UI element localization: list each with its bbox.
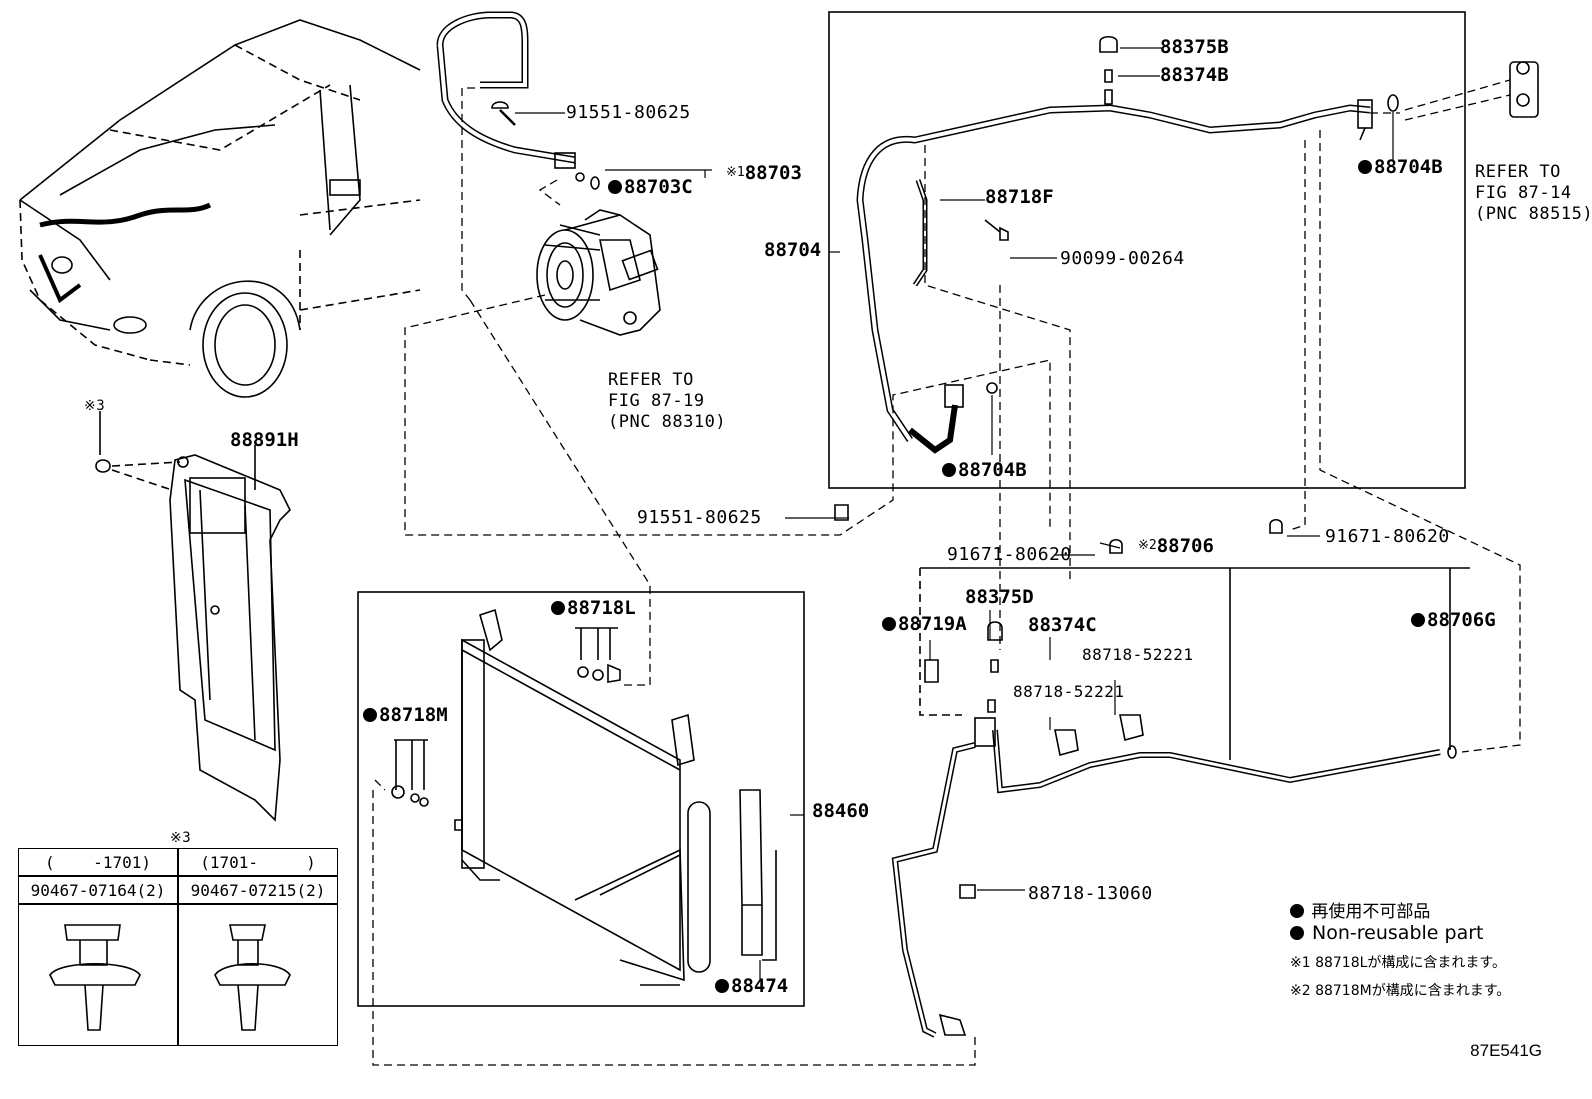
air-deflector-88891H: [95, 411, 291, 822]
condenser-88460: [391, 608, 777, 986]
label-88718L: 88718L: [551, 598, 636, 618]
label-88706: ※288706: [1138, 535, 1214, 557]
label-88375D: 88375D: [965, 586, 1034, 608]
label-88703C: 88703C: [608, 177, 693, 197]
table-col1-header: ( -1701): [45, 853, 151, 872]
cap-88375B: [1099, 35, 1118, 53]
refer-expansion-valve: REFER TO FIG 87-14 (PNC 88515): [1475, 162, 1592, 224]
condenser-box-88460: [357, 591, 805, 1007]
label-88718-13060: 88718-13060: [1028, 883, 1153, 904]
label-88375B: 88375B: [1160, 36, 1229, 58]
table-col2-header: (1701- ): [200, 853, 316, 872]
label-88718M: 88718M: [363, 705, 448, 725]
label-91551-80625-mid: 91551-80625: [637, 507, 762, 528]
label-91671-80620-right: 91671-80620: [1325, 526, 1450, 547]
compressor-illustration: [536, 209, 661, 336]
label-88718-52221-a: 88718-52221: [1082, 645, 1194, 664]
pipe-88704: [856, 89, 1399, 454]
legend-note1: ※1 88718Lが構成に含まれます。: [1290, 955, 1507, 971]
label-88460: 88460: [812, 800, 870, 822]
label-88704: 88704: [764, 239, 822, 261]
label-91671-80620-left: 91671-80620: [947, 544, 1072, 565]
label-88374B: 88374B: [1160, 64, 1229, 86]
legend-note2: ※2 88718Mが構成に含まれます。: [1290, 983, 1511, 999]
label-88704B-right: 88704B: [1358, 157, 1443, 177]
label-88706G: 88706G: [1411, 610, 1496, 630]
label-88474: 88474: [715, 976, 788, 996]
table-col1-part: 90467-07164(2): [30, 881, 166, 900]
discharge-hose-88703: [436, 11, 600, 190]
legend-non-reusable-en: Non-reusable part: [1290, 922, 1483, 944]
label-90099-00264: 90099-00264: [1060, 248, 1185, 269]
legend-non-reusable-jp: 再使用不可部品: [1290, 897, 1430, 922]
refer-compressor: REFER TO FIG 87-19 (PNC 88310): [608, 370, 727, 432]
label-91551-80625-top: 91551-80625: [566, 102, 691, 123]
clip-illustrations: [49, 924, 291, 1031]
table-col2-part: 90467-07215(2): [190, 881, 326, 900]
core-88374B: [1104, 69, 1113, 83]
label-88703: ※188703: [726, 162, 802, 184]
label-note3-top: ※3: [84, 398, 106, 414]
table-note-mark: ※3: [170, 830, 192, 846]
label-88704B-low: 88704B: [942, 460, 1027, 480]
label-88718-52221-b: 88718-52221: [1013, 682, 1125, 701]
label-88719A: 88719A: [882, 614, 967, 634]
figure-id: 87E541G: [1470, 1041, 1542, 1060]
label-88891H: 88891H: [230, 429, 299, 451]
label-88374C: 88374C: [1028, 614, 1097, 636]
pipe-88706: [891, 621, 1457, 1038]
clip-variant-table: ( -1701) (1701- ) 90467-07164(2) 90467-0…: [18, 848, 338, 1046]
label-88718F: 88718F: [985, 186, 1054, 208]
expansion-valve: [1509, 61, 1539, 118]
pipe-assembly-box-88704: [828, 11, 1466, 489]
vehicle-illustration: [19, 19, 421, 398]
